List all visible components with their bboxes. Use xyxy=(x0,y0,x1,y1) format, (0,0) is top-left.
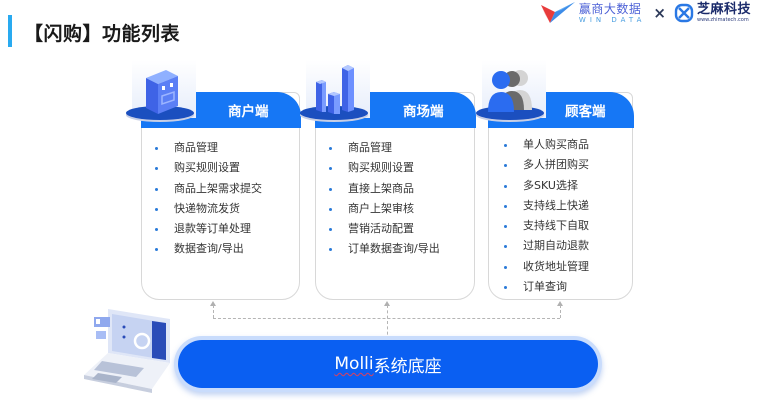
wind-name-cn: 赢商大数据 xyxy=(578,1,642,16)
list-item: 订单查询 xyxy=(503,277,589,297)
list-item: 支持线下自取 xyxy=(503,216,589,236)
customer-card-title: 顾客端 xyxy=(565,103,606,120)
zhima-knot-icon xyxy=(674,3,694,23)
list-item: 购买规则设置 xyxy=(328,158,440,178)
list-item: 商品管理 xyxy=(328,138,440,158)
zhima-name-cn: 芝麻科技 xyxy=(696,2,751,17)
list-item: 营销活动配置 xyxy=(328,219,440,239)
building-icon xyxy=(126,60,198,122)
list-item: 商户上架审核 xyxy=(328,199,440,219)
customer-feature-list: 单人购买商品 多人拼团购买 多SKU选择 支持线上快递 支持线下自取 过期自动退… xyxy=(503,135,589,297)
zhima-logo: 芝麻科技 www.zhimatech.com xyxy=(674,3,751,23)
laptop-icon xyxy=(82,305,182,395)
list-item: 数据查询/导出 xyxy=(154,239,262,259)
list-item: 快递物流发货 xyxy=(154,199,262,219)
list-item: 多人拼团购买 xyxy=(503,155,589,175)
list-item: 收货地址管理 xyxy=(503,257,589,277)
list-item: 退款等订单处理 xyxy=(154,219,262,239)
base-label-prefix: Molli xyxy=(334,354,374,374)
merchant-feature-list: 商品管理 购买规则设置 商品上架需求提交 快递物流发货 退款等订单处理 数据查询… xyxy=(154,138,262,260)
list-item: 支持线上快递 xyxy=(503,196,589,216)
wind-name-en: WIN DATA xyxy=(578,15,646,24)
wind-bird-icon xyxy=(540,2,575,23)
zhima-url: www.zhimatech.com xyxy=(696,17,749,23)
partner-logos: 赢商大数据 WIN DATA × 芝麻科技 www.zhimatech.com xyxy=(540,1,751,24)
users-icon xyxy=(476,60,548,122)
list-item: 单人购买商品 xyxy=(503,135,589,155)
merchant-card: 商户端 商品管理 购买规则设置 商品上架需求提交 快递物流发货 退款等订单处理 … xyxy=(140,91,301,300)
mall-feature-list: 商品管理 购买规则设置 直接上架商品 商户上架审核 营销活动配置 订单数据查询/… xyxy=(328,138,440,260)
merchant-card-title: 商户端 xyxy=(228,103,269,120)
list-item: 多SKU选择 xyxy=(503,176,589,196)
wind-logo: 赢商大数据 WIN DATA xyxy=(540,1,646,24)
title-accent-bar xyxy=(8,15,12,47)
base-label-suffix: 系统底座 xyxy=(373,356,442,377)
list-item: 直接上架商品 xyxy=(328,179,440,199)
mall-card-title: 商场端 xyxy=(403,103,444,120)
bar-chart-icon xyxy=(300,60,372,122)
list-item: 购买规则设置 xyxy=(154,158,262,178)
list-item: 商品管理 xyxy=(154,138,262,158)
customer-card: 顾客端 单人购买商品 多人拼团购买 多SKU选择 支持线上快递 支持线下自取 过… xyxy=(487,91,634,300)
mall-card: 商场端 商品管理 购买规则设置 直接上架商品 商户上架审核 营销活动配置 订单数… xyxy=(314,91,476,300)
list-item: 订单数据查询/导出 xyxy=(328,239,440,259)
page-title: 【闪购】功能列表 xyxy=(24,23,181,45)
list-item: 过期自动退款 xyxy=(503,236,589,256)
list-item: 商品上架需求提交 xyxy=(154,179,262,199)
logo-separator: × xyxy=(653,4,666,22)
